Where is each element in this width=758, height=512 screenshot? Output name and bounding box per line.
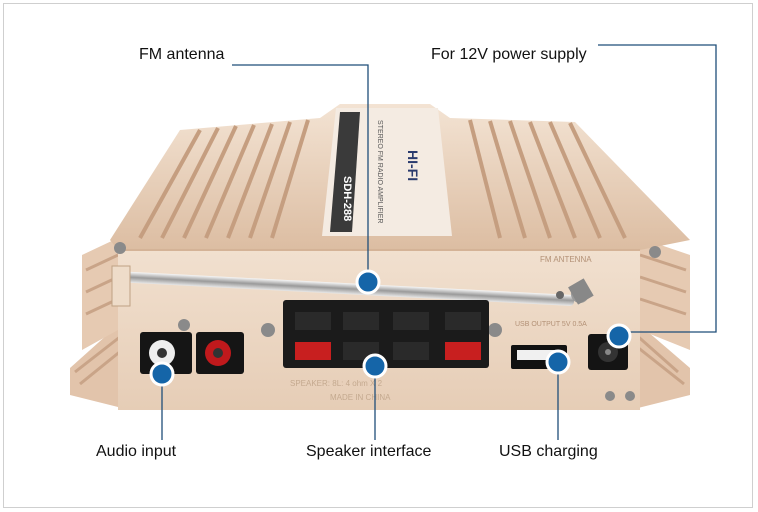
callout-dots bbox=[149, 269, 632, 387]
speaker-print: SPEAKER: 8L: 4 ohm X 2 bbox=[290, 379, 383, 388]
side-fins bbox=[82, 238, 690, 350]
fm-antenna-label: FM antenna bbox=[139, 46, 225, 63]
audio-input-dot bbox=[149, 361, 175, 387]
model-text: STEREO FM RADIO AMPLIFIER bbox=[376, 120, 383, 223]
usb-dot bbox=[545, 349, 571, 375]
power-dot bbox=[606, 323, 632, 349]
fm-antenna-print: FM ANTENNA bbox=[540, 255, 592, 264]
top-heatsink: SDH-288 HI-FI STEREO FM RADIO AMPLIFIER bbox=[110, 104, 690, 250]
screw-icon bbox=[178, 319, 190, 331]
power-supply-label: For 12V power supply bbox=[431, 46, 587, 63]
speaker-interface-label: Speaker interface bbox=[306, 443, 432, 460]
callout-lines bbox=[161, 44, 717, 440]
brand-panel-text: SDH-288 bbox=[341, 176, 353, 221]
screw-icon bbox=[488, 323, 502, 337]
audio-input-label: Audio input bbox=[96, 443, 177, 460]
screw-icon bbox=[649, 246, 661, 258]
hifi-text: HI-FI bbox=[405, 150, 421, 181]
usb-charging-label: USB charging bbox=[499, 443, 598, 460]
front-panel: FM ANTENNA USB OUTPUT 5V 0.5A SPEAKER: 8… bbox=[111, 242, 661, 410]
screw-icon bbox=[605, 391, 615, 401]
usb-output-print: USB OUTPUT 5V 0.5A bbox=[515, 321, 587, 328]
fm-antenna-dot bbox=[355, 269, 381, 295]
screw-icon bbox=[625, 391, 635, 401]
antenna-rod bbox=[111, 265, 594, 307]
speaker-dot bbox=[362, 353, 388, 379]
made-in-print: MADE IN CHINA bbox=[330, 393, 391, 402]
image-frame bbox=[3, 3, 753, 508]
screw-icon bbox=[114, 242, 126, 254]
speaker-terminals bbox=[283, 300, 489, 368]
fm-antenna-leader bbox=[232, 64, 369, 282]
power-leader bbox=[598, 44, 717, 333]
rca-jacks bbox=[140, 332, 244, 374]
screw-icon bbox=[261, 323, 275, 337]
